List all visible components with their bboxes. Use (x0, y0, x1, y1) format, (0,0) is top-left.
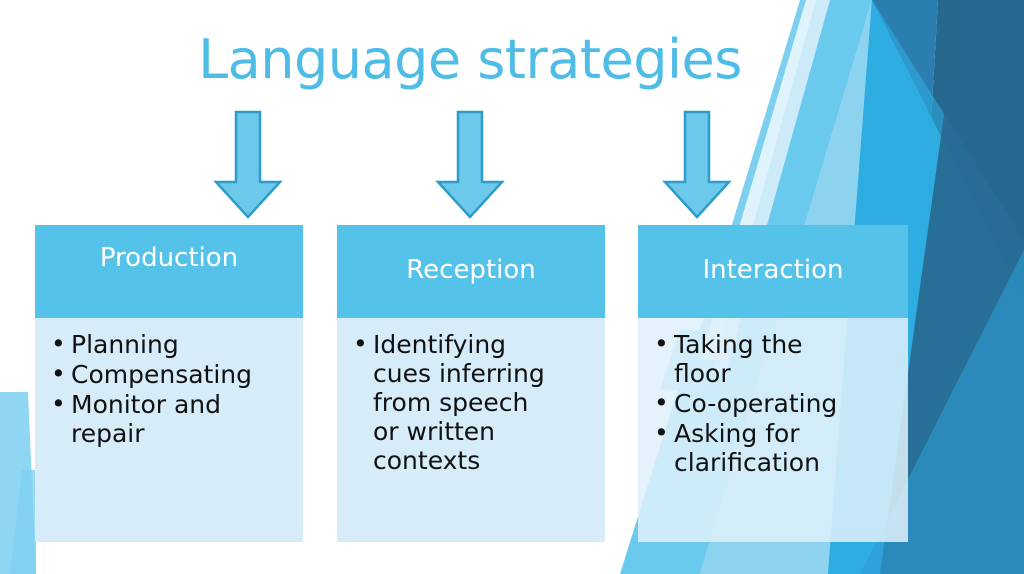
bullet-list-reception: Identifying cues inferring from speech o… (347, 329, 595, 475)
column-body-production: Planning Compensating Monitor and repair (35, 318, 303, 542)
list-item: Monitor and repair (45, 389, 293, 448)
list-item: Co-operating (648, 388, 898, 418)
down-arrow-reception (434, 110, 506, 220)
column-reception: Reception Identifying cues inferring fro… (337, 225, 605, 542)
column-header-production: Production (35, 225, 303, 318)
column-header-interaction: Interaction (638, 225, 908, 318)
list-item: Identifying cues inferring from speech o… (347, 329, 595, 475)
bullet-list-interaction: Taking the floor Co-operating Asking for… (648, 329, 898, 477)
list-item: Asking for clarification (648, 418, 898, 477)
bullet-list-production: Planning Compensating Monitor and repair (45, 329, 293, 448)
column-header-reception: Reception (337, 225, 605, 318)
page-title: Language strategies (198, 28, 742, 91)
list-item: Planning (45, 329, 293, 359)
list-item: Compensating (45, 359, 293, 389)
column-interaction: Interaction Taking the floor Co-operatin… (638, 225, 908, 542)
bg-shape-left-wedge-tip (10, 470, 36, 574)
column-production: Production Planning Compensating Monitor… (35, 225, 303, 542)
bg-shape-left-wedge (0, 392, 36, 574)
list-item: Taking the floor (648, 329, 898, 388)
down-arrow-production (212, 110, 284, 220)
column-body-interaction: Taking the floor Co-operating Asking for… (638, 318, 908, 542)
column-body-reception: Identifying cues inferring from speech o… (337, 318, 605, 542)
down-arrow-interaction (661, 110, 733, 220)
